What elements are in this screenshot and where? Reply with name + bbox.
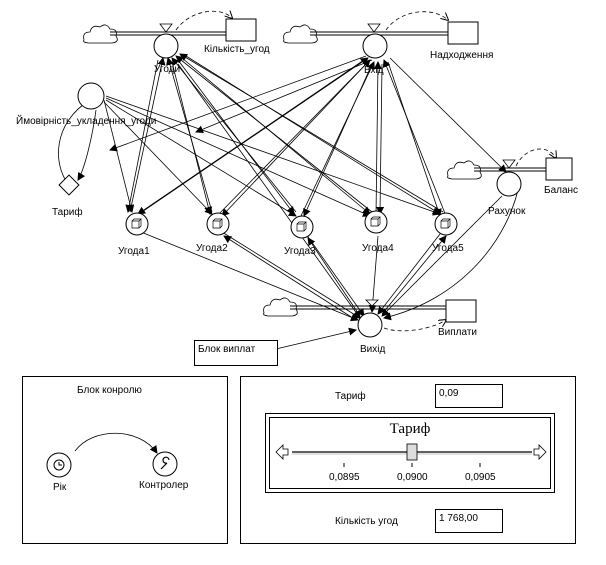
stock-payouts[interactable]	[445, 299, 477, 323]
slider-title: Тариф	[389, 421, 431, 437]
slider-tick-3: 0,0905	[465, 472, 496, 483]
aux-probability-label: Ймовірність_укладення_угоди	[16, 114, 156, 127]
controller-label: Контролер	[139, 480, 189, 491]
tariff-label: Тариф	[335, 391, 366, 402]
slider-tick-2: 0,0900	[397, 472, 428, 483]
slider-thumb[interactable]	[406, 443, 418, 461]
cube-icon	[370, 216, 381, 227]
cube-icon	[131, 218, 142, 229]
control-panel: Блок конролю Рік Контролер	[22, 376, 228, 544]
agent-group: Угода1 Угода2 Угода3 Угода4 Угода5	[118, 210, 464, 257]
cloud-icon	[283, 24, 318, 44]
params-panel: Тариф 0,09 Тариф 0,0895 0,0900 0,0905 Кі…	[240, 376, 576, 544]
source-clouds	[83, 24, 482, 317]
flow-deals[interactable]	[153, 33, 179, 59]
connector-links	[58, 53, 521, 350]
control-panel-title: Блок конролю	[77, 385, 142, 396]
stock-balance[interactable]	[545, 157, 573, 181]
flow-exit-label: Вихід	[360, 344, 385, 355]
tariff-slider[interactable]: 0,0895 0,0900 0,0905	[270, 440, 552, 490]
cloud-icon	[447, 160, 482, 180]
cube-icon	[440, 218, 451, 229]
agent-3-label: Угода3	[284, 246, 316, 257]
stock-income-label: Надходження	[430, 50, 493, 61]
agent-1[interactable]: Угода1	[118, 212, 150, 257]
stock-payouts-label: Виплати	[438, 327, 477, 338]
cube-icon	[212, 218, 223, 229]
flow-valves	[159, 23, 516, 307]
tariff-slider-frame: Тариф 0,0895 0,0900 0,0905	[265, 413, 555, 493]
stock-deals-count-label: Кількість_угод	[204, 44, 270, 55]
tariff-slider-inner: Тариф 0,0895 0,0900 0,0905	[269, 417, 551, 489]
cube-icon	[296, 221, 307, 232]
agent-2-label: Угода2	[196, 243, 228, 254]
year-label: Рік	[53, 482, 67, 493]
agent-1-label: Угода1	[118, 246, 150, 257]
agent-4[interactable]: Угода4	[362, 210, 394, 254]
agent-5-label: Угода5	[432, 243, 464, 254]
stocks: Кількість_угод Надходження Баланс Виплат…	[204, 18, 578, 338]
control-links	[46, 432, 178, 478]
aux-probability[interactable]	[77, 82, 105, 110]
flow-variables: Угоди Вхід Рахунок Вихід	[153, 33, 526, 355]
slider-tick-1: 0,0895	[329, 472, 360, 483]
flow-deals-label: Угоди	[154, 64, 180, 75]
payout-block-box[interactable]: Блок виплат	[194, 340, 278, 366]
stock-balance-label: Баланс	[544, 185, 578, 196]
dashed-feedback	[175, 11, 556, 332]
clock-icon	[53, 459, 65, 471]
cloud-icon	[83, 24, 118, 44]
agent-3[interactable]: Угода3	[284, 215, 316, 257]
arrow-left-icon	[275, 444, 289, 460]
aux-tariff[interactable]	[58, 174, 80, 196]
flow-entry-label: Вхід	[364, 65, 384, 76]
wrench-icon	[160, 456, 170, 470]
flow-entry[interactable]	[362, 33, 388, 59]
payout-block-label: Блок виплат	[198, 344, 256, 355]
arrow-right-icon	[533, 444, 547, 460]
tariff-input[interactable]: 0,09	[435, 384, 503, 408]
agent-2[interactable]: Угода2	[196, 212, 230, 254]
agent-4-label: Угода4	[362, 243, 394, 254]
agent-5[interactable]: Угода5	[432, 212, 464, 254]
aux-tariff-label: Тариф	[52, 206, 83, 218]
deals-label: Кількість угод	[335, 516, 398, 527]
controller-node	[152, 451, 178, 477]
flow-account-label: Рахунок	[488, 206, 526, 217]
flow-exit[interactable]	[357, 312, 383, 338]
flow-account[interactable]	[496, 171, 522, 197]
stock-income[interactable]	[447, 21, 479, 45]
deals-input[interactable]: 1 768,00	[435, 509, 503, 533]
stock-deals-count[interactable]	[225, 18, 257, 42]
cloud-icon	[263, 297, 298, 317]
